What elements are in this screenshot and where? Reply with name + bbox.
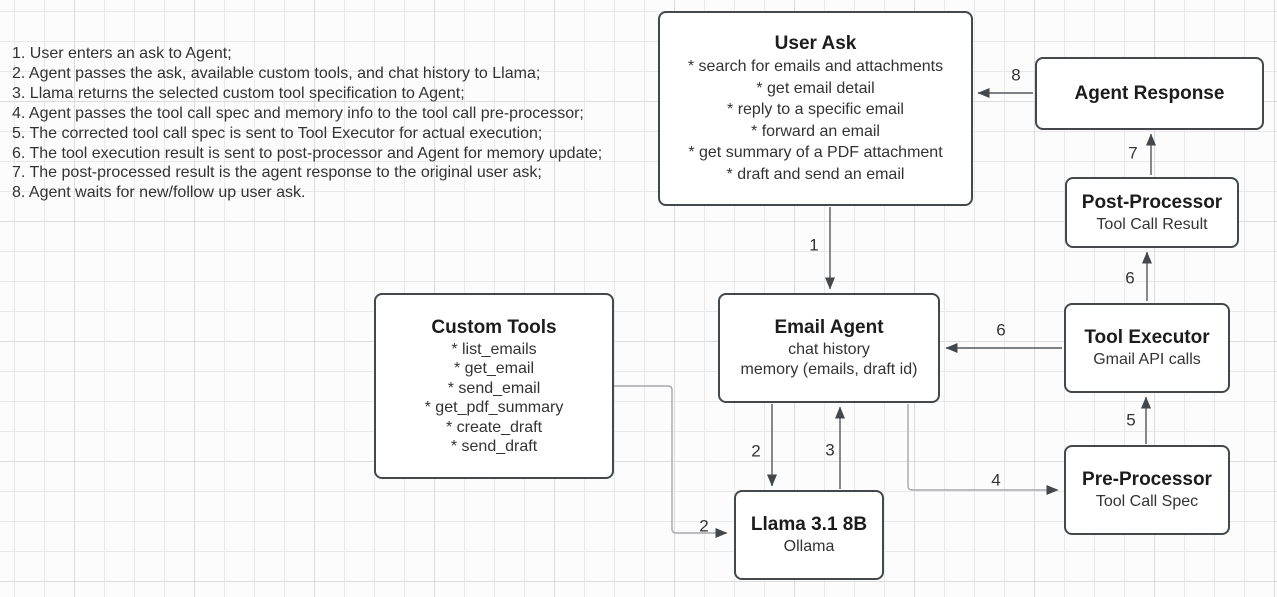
node-subtitle: chat history (788, 341, 870, 358)
node-subtitle: Ollama (783, 538, 835, 555)
node-agent-response: Agent Response (1035, 57, 1264, 130)
node-item: * draft and send an email (726, 165, 905, 183)
node-title: Email Agent (774, 317, 884, 338)
workflow-step: 1. User enters an ask to Agent; (12, 45, 232, 62)
workflow-step: 2. Agent passes the ask, available custo… (12, 64, 541, 82)
node-item: * reply to a specific email (727, 101, 904, 118)
node-item: * send_draft (450, 438, 538, 455)
node-llama: Llama 3.1 8B Ollama (734, 490, 884, 580)
edge-label-user-ask-to-email-agent: 1 (809, 235, 819, 255)
edge-label-tool-executor-to-email-agent: 6 (996, 320, 1006, 340)
edge-label-tool-executor-to-post-processor: 6 (1125, 268, 1135, 288)
edge-label-post-processor-to-agent-response: 7 (1128, 143, 1138, 163)
node-item: * list_emails (451, 340, 537, 358)
edge-label-email-agent-to-llama: 2 (751, 441, 761, 461)
node-item: * forward an email (751, 122, 880, 140)
node-title: Tool Executor (1084, 327, 1210, 348)
node-title: Agent Response (1074, 82, 1225, 104)
workflow-steps-list: 1. User enters an ask to Agent; 2. Agent… (12, 44, 602, 203)
workflow-step: 4. Agent passes the tool call spec and m… (12, 104, 584, 122)
edge-email-agent-to-pre-processor (907, 404, 1059, 495)
node-title: User Ask (774, 33, 857, 54)
edge-label-custom-tools-to-llama: 2 (699, 516, 709, 536)
node-title: Custom Tools (431, 316, 557, 338)
node-subtitle: memory (emails, draft id) (740, 361, 918, 378)
node-title: Llama 3.1 8B (750, 514, 868, 535)
node-user-ask: User Ask * search for emails and attachm… (658, 11, 973, 206)
edge-label-email-agent-to-pre-processor: 4 (991, 470, 1001, 490)
workflow-step: 6. The tool execution result is sent to … (12, 144, 603, 162)
node-item: * create_draft (445, 418, 543, 436)
workflow-step: 5. The corrected tool call spec is sent … (12, 124, 543, 142)
node-item: * send_email (447, 379, 541, 397)
node-post-processor: Post-Processor Tool Call Result (1065, 177, 1239, 248)
node-item: * get_pdf_summary (424, 399, 564, 416)
node-subtitle: Tool Call Spec (1095, 493, 1199, 510)
node-pre-processor: Pre-Processor Tool Call Spec (1064, 445, 1230, 535)
node-tool-executor: Tool Executor Gmail API calls (1064, 303, 1230, 393)
node-item: * get email detail (756, 79, 875, 97)
edge-label-llama-to-email-agent: 3 (825, 440, 835, 460)
node-subtitle: Gmail API calls (1093, 351, 1201, 368)
edge-label-agent-response-to-user-ask: 8 (1011, 65, 1021, 85)
workflow-step: 3. Llama returns the selected custom too… (12, 84, 465, 102)
node-email-agent: Email Agent chat history memory (emails,… (718, 293, 940, 403)
node-title: Pre-Processor (1082, 469, 1212, 490)
edge-custom-tools-to-llama (614, 385, 728, 538)
node-item: * get_email (453, 360, 535, 377)
workflow-step: 8. Agent waits for new/follow up user as… (12, 184, 306, 202)
node-title: Post-Processor (1081, 191, 1223, 213)
node-subtitle: Tool Call Result (1096, 215, 1208, 233)
node-custom-tools: Custom Tools * list_emails * get_email *… (374, 293, 614, 479)
node-item: * get summary of a PDF attachment (688, 144, 943, 161)
node-item: * search for emails and attachments (687, 58, 944, 75)
workflow-step: 7. The post-processed result is the agen… (12, 164, 542, 182)
edge-label-pre-processor-to-tool-executor: 5 (1126, 410, 1136, 430)
